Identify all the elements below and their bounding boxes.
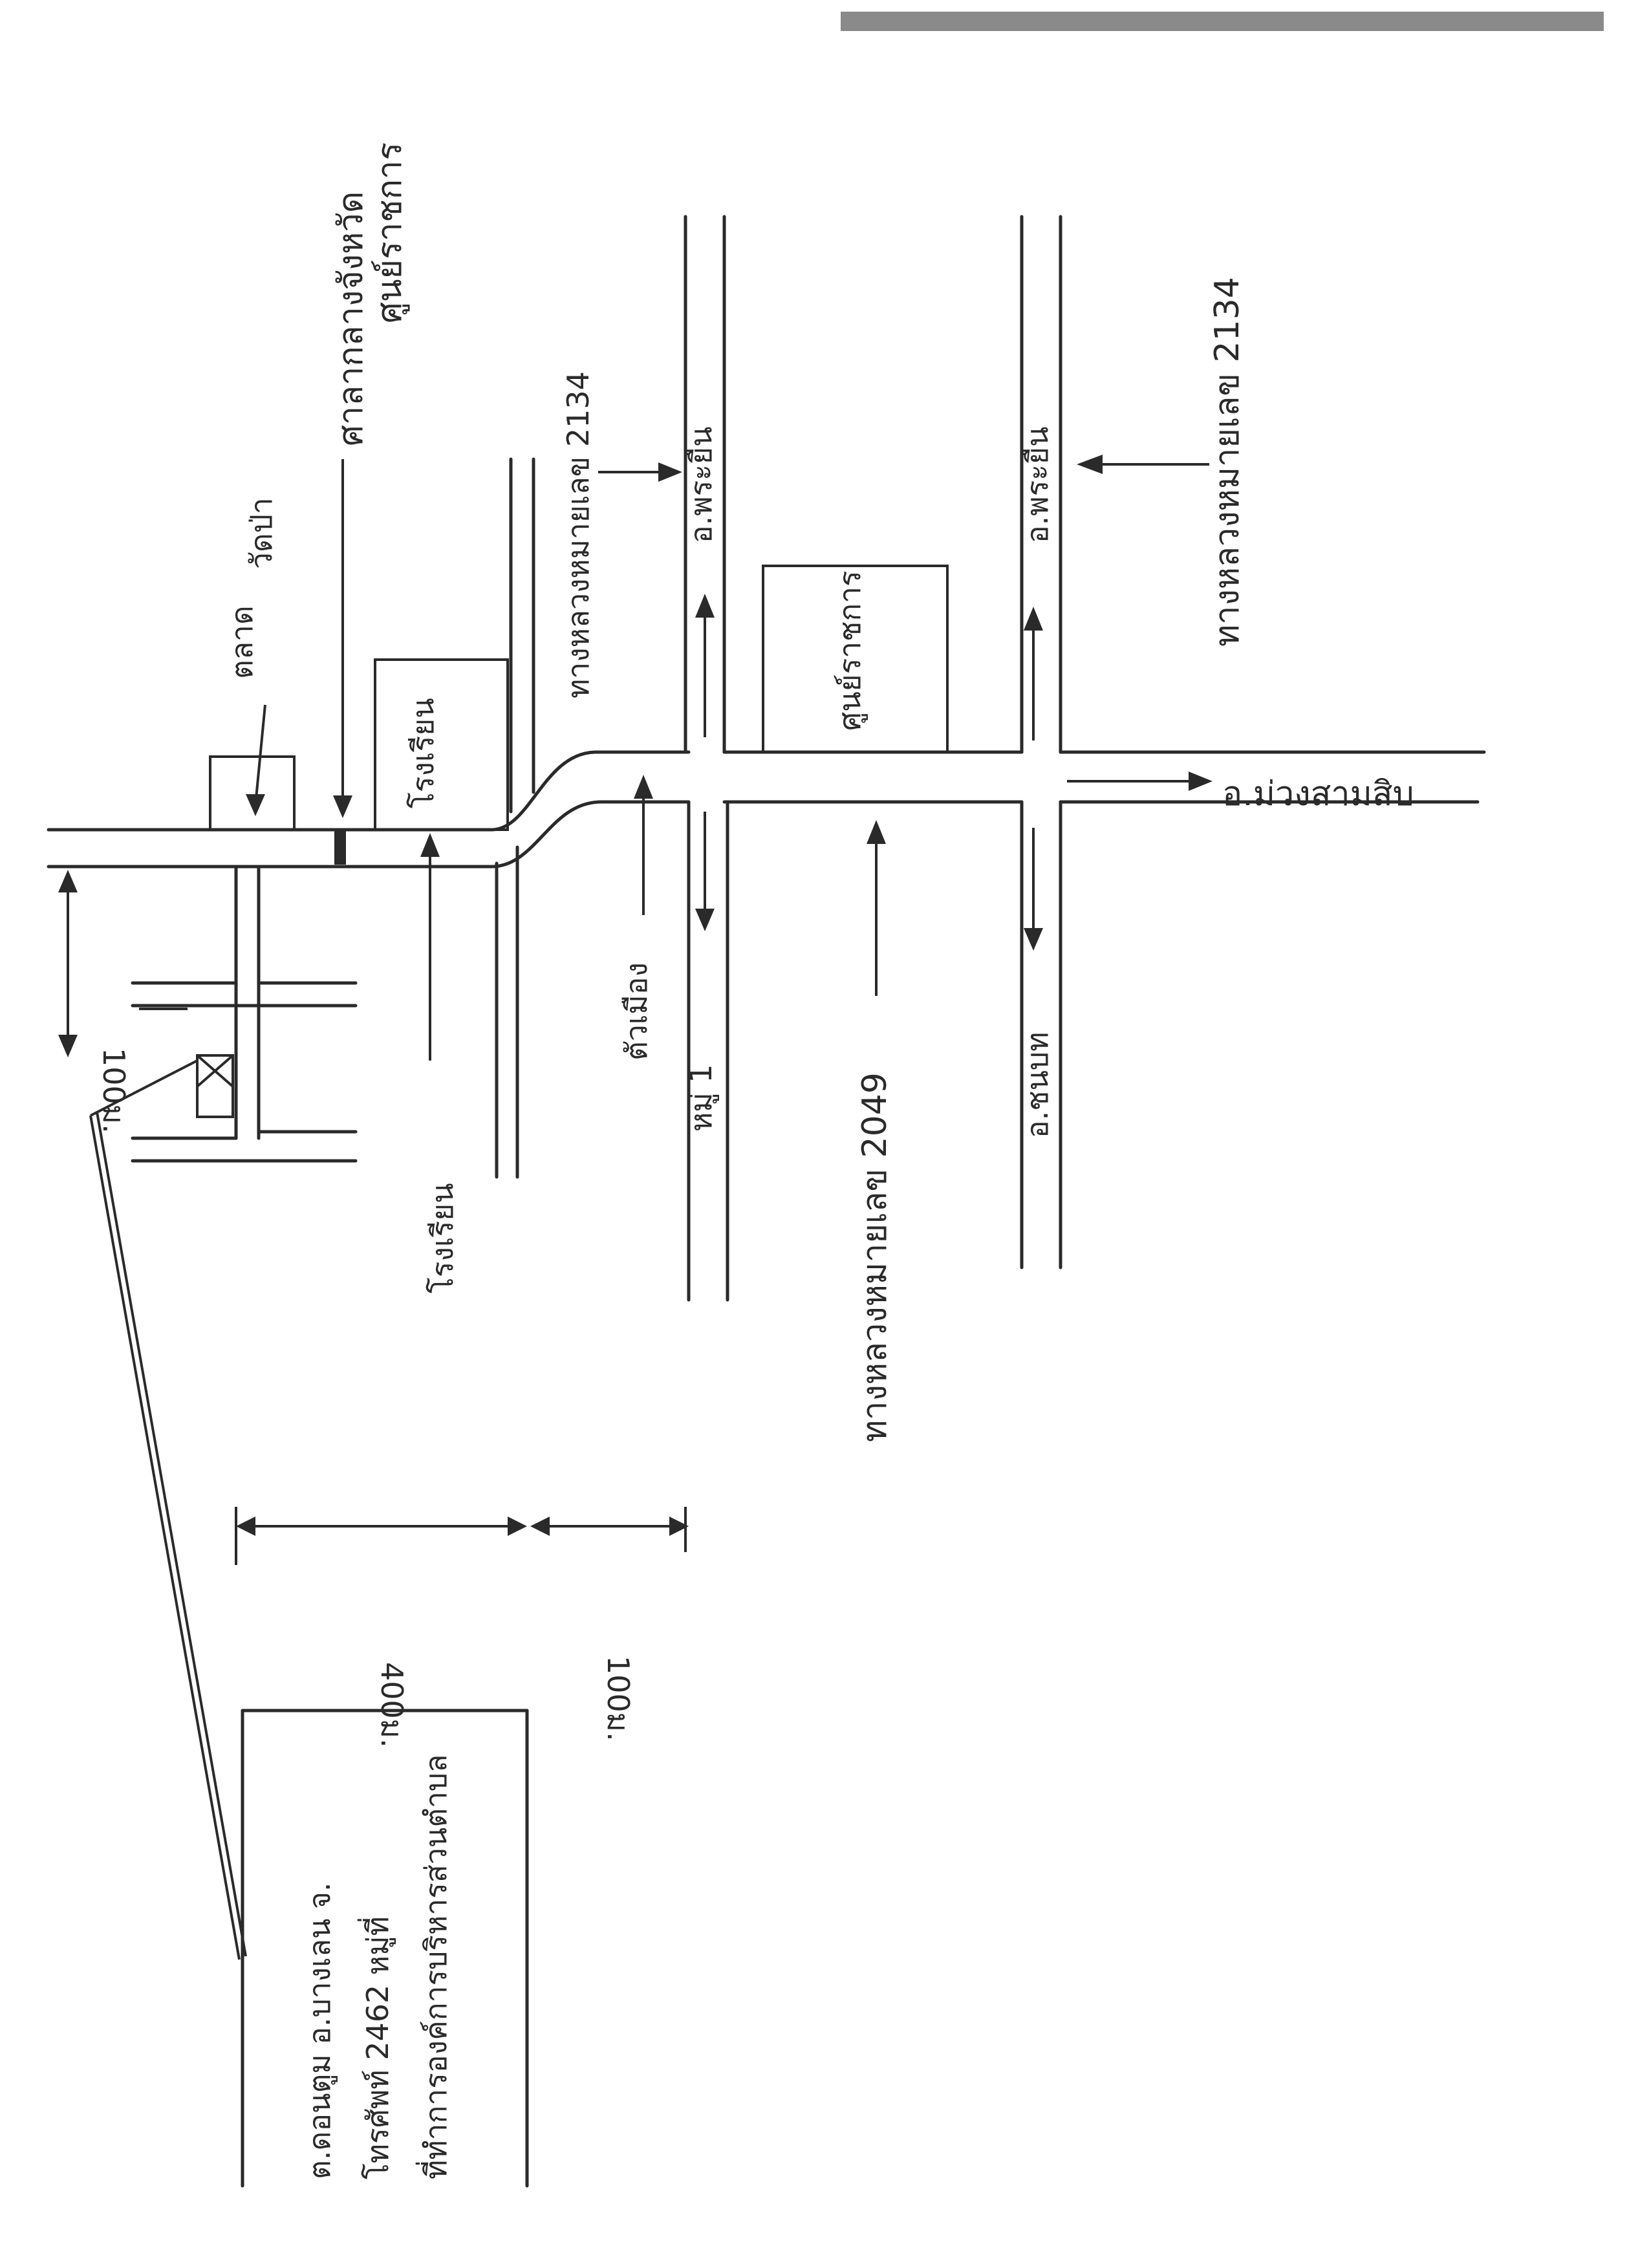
label-market: ตลาด: [224, 605, 259, 679]
label-provincial-gov-center: ศูนย์ราชการ: [371, 142, 410, 323]
label-road-2134-right: ทางหลวงหมายเลข 2134: [1208, 277, 1247, 647]
gate-marker: [334, 831, 346, 865]
label-district-bottom: อ.ชนบท: [1020, 1032, 1055, 1138]
left-streets: [131, 865, 358, 1163]
label-dist-100-left: 100ม.: [96, 1048, 131, 1134]
note-line-3: ต.ดอนตูม อ.บางเลน จ.: [302, 1882, 338, 2179]
pointer-line-inner: [96, 1112, 247, 1957]
vertical-road-1: [684, 215, 729, 1302]
label-school-road: โรงเรียน: [425, 1183, 460, 1293]
side-road: [495, 457, 535, 1179]
label-dist-100-right: 100ม.: [601, 1656, 636, 1742]
main-road-left: [47, 750, 691, 869]
school-building: [374, 658, 509, 831]
label-government-center: ศูนย์ราชการ: [832, 570, 868, 731]
label-dist-400: 400ม.: [374, 1662, 409, 1748]
label-school: โรงเรียน: [405, 698, 440, 808]
note-line-1: ที่ทำการองค์การบริหารส่วนตำบล: [415, 1755, 453, 2179]
label-to-town: ตัวเมือง: [619, 962, 654, 1061]
government-center-building: [762, 565, 949, 753]
label-district-right-top: อ.พระยืน: [1020, 427, 1055, 543]
label-district-right: อ.ม่วงสามสิบ: [1222, 775, 1414, 814]
note-line-2: โทรศัพท์ 2462 หมู่ที่: [357, 1916, 396, 2179]
label-provincial-office: ศาลากลางจังหวัด: [332, 191, 371, 446]
office-location-marker: [196, 1054, 234, 1118]
scan-edge-band: [841, 12, 1604, 31]
label-village-road: หมู่ 1: [684, 1064, 719, 1132]
vertical-road-2: [1020, 215, 1062, 1269]
pointer-line-outer: [89, 1115, 241, 1960]
market-building: [209, 755, 296, 831]
label-temple: วัดป่า: [244, 497, 279, 569]
label-district-left-top: อ.พระยืน: [684, 427, 718, 543]
label-road-2134: ทางหลวงหมายเลข 2134: [561, 371, 596, 698]
note-box: [241, 1709, 529, 2188]
label-road-2049: ทางหลวงหมายเลข 2049: [856, 1072, 894, 1442]
